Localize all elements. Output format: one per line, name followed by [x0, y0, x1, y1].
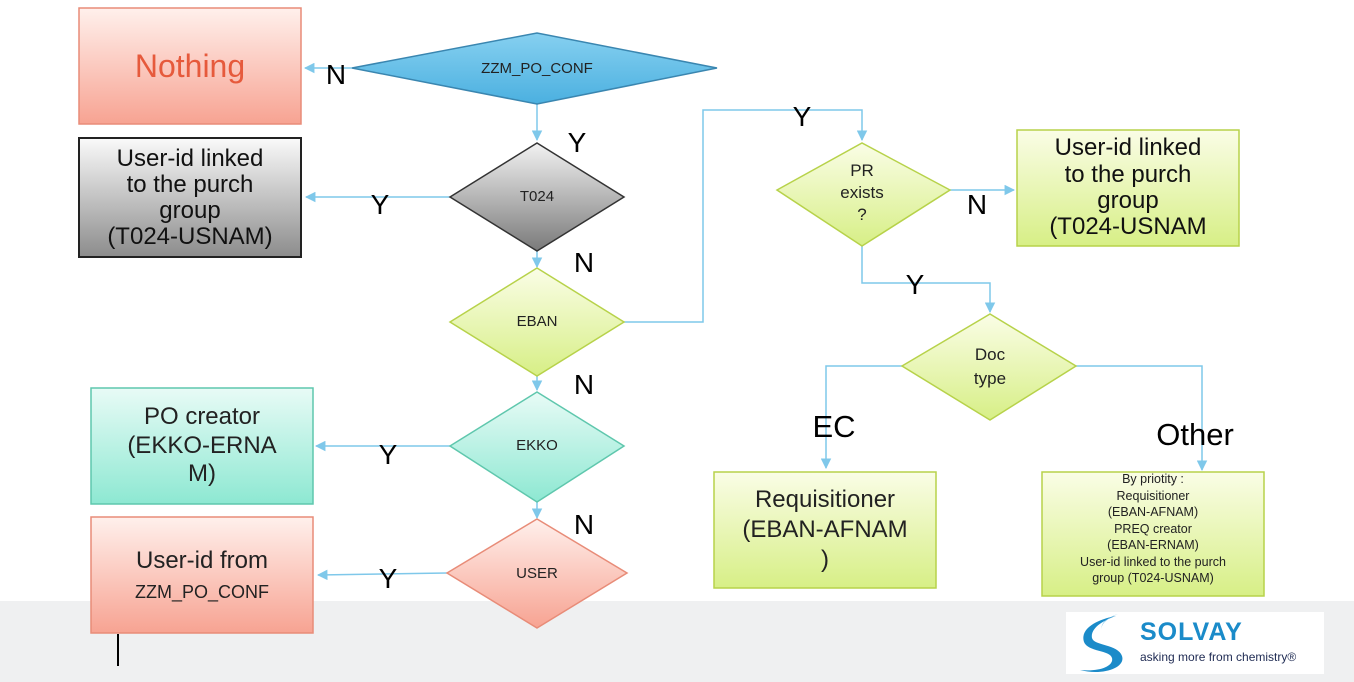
- box-line: (T024-USNAM: [1049, 213, 1207, 241]
- box-line: M): [188, 460, 216, 488]
- box-line: (EBAN-ERNAM): [1107, 538, 1199, 553]
- box-line: User-id from: [135, 546, 268, 574]
- box-po-creator: PO creator (EKKO-ERNA M): [91, 388, 313, 504]
- box-userid-purch: User-id linked to the purch group (T024-…: [79, 136, 301, 260]
- logo-brand: SOLVAY: [1140, 618, 1243, 646]
- box-userid-purch-right: User-id linked to the purch group (T024-…: [1017, 126, 1239, 250]
- pr-exists-line: exists: [840, 182, 884, 202]
- box-line: to the purch: [126, 171, 254, 199]
- box-line: ): [821, 546, 829, 573]
- box-by-priority: By priotity : Requisitioner (EBAN-AFNAM)…: [1042, 458, 1264, 600]
- edge-label-eban-pr: Y: [792, 101, 812, 133]
- box-line: User-id linked: [1054, 134, 1202, 162]
- box-by-priority-shape: [1041, 471, 1265, 597]
- edge-label-ekko-user: N: [573, 509, 595, 541]
- decision-eban: [448, 267, 626, 377]
- edge-label-doc-other: Other: [1156, 417, 1234, 453]
- edge-label-ekko-box: Y: [378, 439, 398, 471]
- decision-user: [445, 518, 629, 629]
- decision-doc-type-label: Doc type: [945, 340, 1035, 394]
- box-line: Requisitioner: [754, 486, 896, 513]
- box-nothing-shape: [78, 7, 302, 125]
- box-line: group: [1097, 187, 1159, 214]
- box-userid-purch-shape: [78, 137, 302, 258]
- solvay-logo: SOLVAY asking more from chemistry®: [1066, 612, 1324, 674]
- edge-user-to-box: [316, 569, 448, 581]
- edge-label-doc-ec: EC: [812, 409, 856, 445]
- pr-exists-line: PR: [850, 160, 874, 180]
- box-line: to the purch: [1064, 160, 1192, 188]
- decision-pr-exists: [775, 142, 952, 247]
- box-line: group: [159, 197, 221, 224]
- box-requisitioner: Requisitioner (EBAN-AFNAM ): [714, 472, 936, 588]
- decision-user-label: USER: [516, 565, 558, 582]
- decision-t024-label: T024: [519, 188, 555, 205]
- box-line: (EBAN-AFNAM: [742, 516, 908, 543]
- box-line: Requisitioner: [1116, 488, 1190, 503]
- edge-label-zzm-t024: Y: [567, 127, 587, 159]
- pr-exists-line: ?: [857, 205, 867, 225]
- decision-doc-type: [900, 313, 1078, 421]
- box-requisitioner-shape: [713, 471, 937, 589]
- decision-zzm-po-conf: [351, 32, 718, 105]
- box-nothing: Nothing: [79, 8, 301, 124]
- decision-ekko: [448, 391, 626, 503]
- edge-label-user-box: Y: [378, 563, 398, 595]
- logo-tagline: asking more from chemistry®: [1140, 650, 1297, 664]
- edge-label-t024-box: Y: [370, 189, 390, 221]
- decision-eban-label: EBAN: [516, 313, 558, 330]
- box-po-creator-shape: [90, 387, 314, 505]
- doc-type-line: type: [973, 369, 1007, 388]
- edge-label-pr-doc: Y: [905, 269, 925, 301]
- box-line: (T024-USNAM): [107, 222, 273, 250]
- box-line: User-id linked: [116, 145, 264, 173]
- decision-pr-exists-label: PR exists ?: [817, 152, 907, 234]
- box-userid-purch-right-shape: [1016, 129, 1240, 247]
- box-line: PO creator: [143, 402, 261, 430]
- box-line: group (T024-USNAM): [1092, 571, 1214, 586]
- box-line: User-id linked to the purch: [1080, 554, 1226, 569]
- box-nothing-text: Nothing: [134, 47, 246, 84]
- edge-doc-to-ec: [820, 365, 902, 470]
- edge-doc-to-other: [1076, 365, 1208, 472]
- decision-zzm-po-conf-label: ZZM_PO_CONF: [481, 60, 593, 77]
- doc-type-line: Doc: [974, 345, 1006, 365]
- box-userid-zzm-shape: [90, 516, 314, 634]
- edge-label-t024-eban: N: [573, 247, 595, 279]
- edge-pr-to-doc: [861, 246, 996, 314]
- edge-label-zzm-nothing: N: [325, 59, 347, 91]
- decision-t024: [448, 142, 626, 252]
- box-line: ZZM_PO_CONF: [134, 581, 269, 602]
- box-userid-zzm: User-id from ZZM_PO_CONF: [91, 532, 313, 618]
- edge-label-eban-ekko: N: [573, 369, 595, 401]
- edge-label-pr-box: N: [966, 189, 988, 221]
- box-line: PREQ creator: [1114, 521, 1192, 536]
- edge-eban-to-pr: [624, 109, 868, 323]
- box-line: (EBAN-AFNAM): [1107, 505, 1199, 520]
- box-line: (EKKO-ERNA: [127, 431, 277, 459]
- solvay-swirl-icon: [1080, 614, 1123, 673]
- decision-ekko-label: EKKO: [516, 437, 558, 454]
- box-line: By priotity :: [1122, 472, 1184, 487]
- text-cursor: [117, 634, 119, 666]
